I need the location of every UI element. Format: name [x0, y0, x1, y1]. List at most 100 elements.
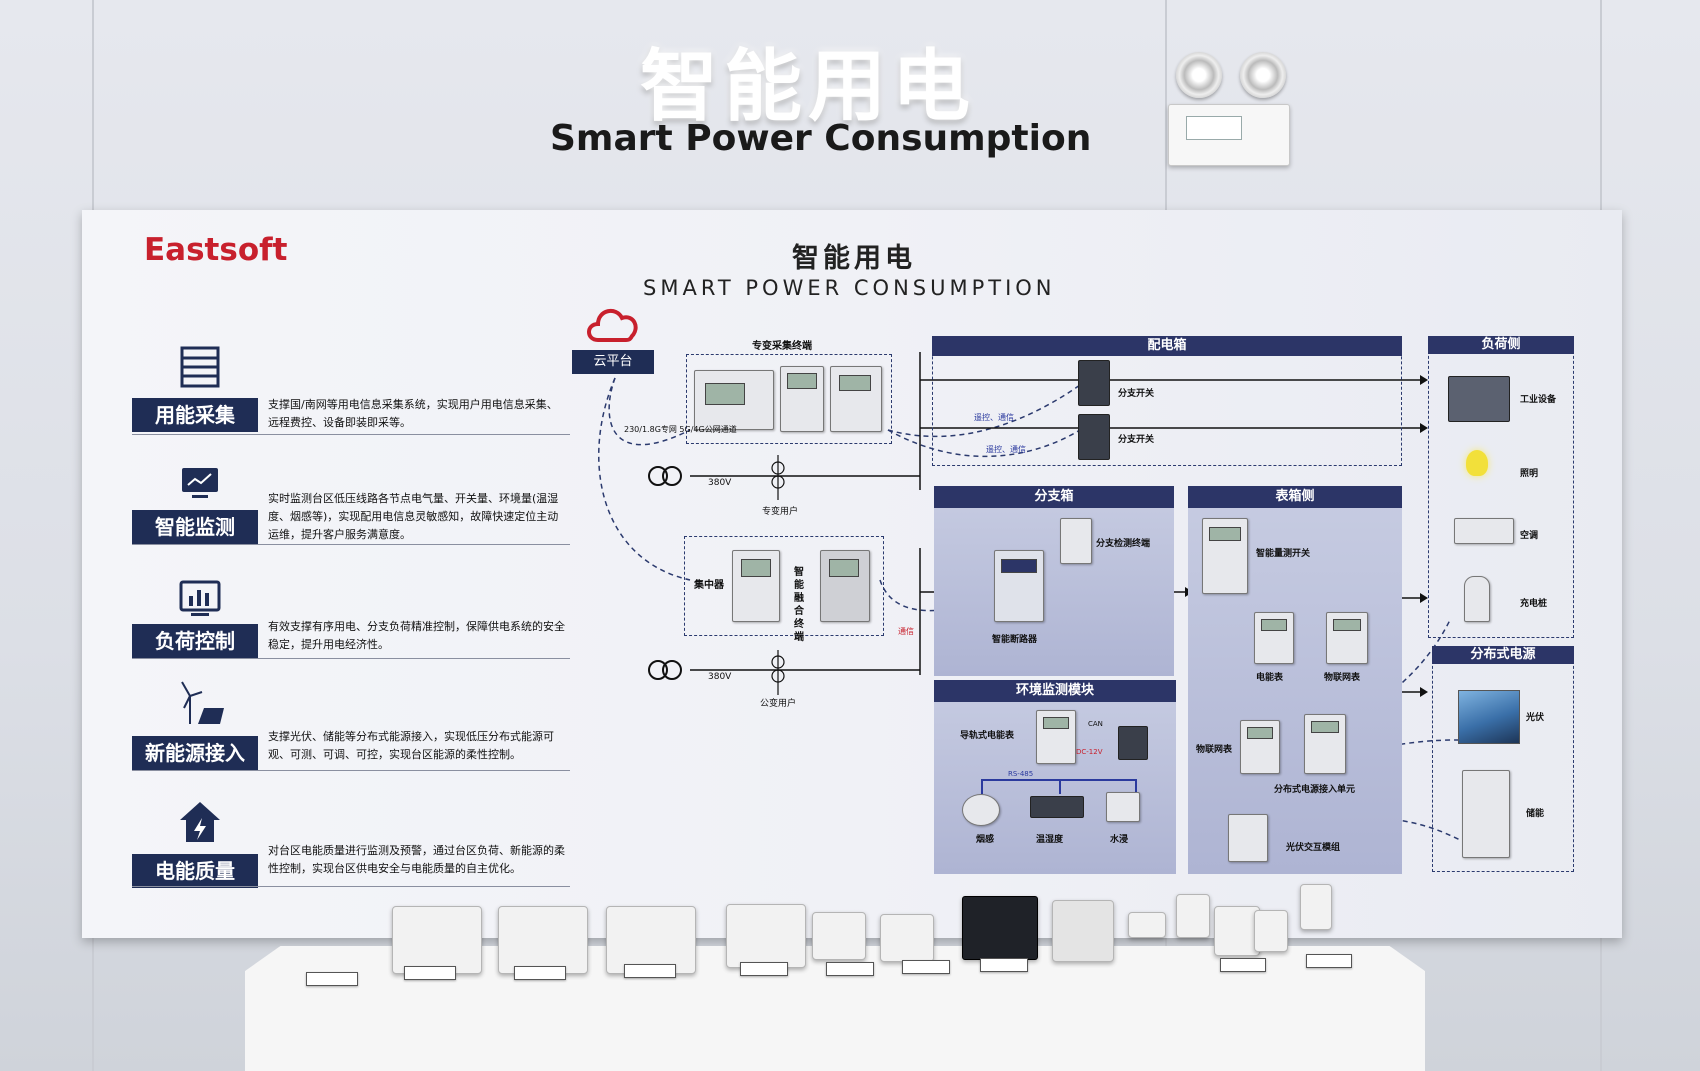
light-bulb-icon — [1466, 450, 1488, 476]
feature-desc: 对台区电能质量进行监测及预警，通过台区负荷、新能源的柔性控制，实现台区供电安全与… — [268, 844, 565, 875]
feature-desc: 实时监测台区低压线路各节点电气量、开关量、环境量(温湿度、烟感等)，实现配用电信… — [268, 492, 559, 541]
distribution-box-header: 配电箱 — [932, 336, 1402, 356]
industrial-label: 工业设备 — [1520, 395, 1557, 405]
fusion-terminal-label: 智能融合终端 — [794, 567, 804, 643]
branch-detect-device — [1060, 518, 1092, 564]
dist-power-header: 分布式电源 — [1432, 646, 1574, 664]
network-note: 230/1.8G专网 5G/4G公网通道 — [624, 425, 737, 434]
board-title-en: SMART POWER CONSUMPTION — [643, 276, 1056, 300]
storage-cabinet-icon — [1462, 770, 1510, 858]
energy-meter-device — [1254, 612, 1294, 664]
product-sensor — [1128, 912, 1166, 938]
industrial-equipment-icon — [1448, 376, 1510, 422]
feature-divider — [132, 886, 570, 887]
feature-label: 新能源接入 — [132, 736, 258, 770]
pv-module-device — [1228, 814, 1268, 862]
load-side-header: 负荷侧 — [1428, 336, 1574, 354]
branch-switch-label: 分支开关 — [1118, 435, 1155, 445]
wall-sign-title-en: Smart Power Consumption — [550, 118, 1092, 159]
product-module — [880, 914, 934, 962]
product-terminal — [726, 904, 806, 968]
branch-box-header: 分支箱 — [934, 486, 1174, 508]
energy-meter-label: 电能表 — [1256, 673, 1284, 683]
product-tag — [1306, 954, 1352, 968]
solar-panel-icon — [1458, 690, 1520, 744]
feature-label: 负荷控制 — [132, 624, 258, 658]
water-label: 水浸 — [1110, 835, 1129, 845]
feature-desc: 支撑光伏、储能等分布式能源接入，实现低压分布式能源可观、可测、可调、可控，实现台… — [268, 730, 554, 761]
smart-breaker-device — [994, 550, 1044, 622]
branch-switch-device — [1078, 414, 1110, 460]
chart-icon — [178, 580, 222, 624]
smoke-sensor-icon — [962, 794, 1000, 826]
product-tag — [404, 966, 456, 980]
wall-sign-title-cn: 智能用电 — [640, 42, 977, 132]
gateway-device — [1118, 726, 1148, 760]
temp-humidity-label: 温湿度 — [1036, 835, 1064, 845]
product-tag — [980, 958, 1028, 972]
remote-comm-label: 遥控、通信 — [974, 413, 1014, 422]
special-user-label: 专变用户 — [762, 507, 799, 517]
brand-logo: Eastsoft — [144, 232, 288, 268]
smart-measure-switch-device — [1202, 518, 1248, 594]
product-switch — [1052, 900, 1114, 962]
charger-label: 充电桩 — [1520, 599, 1548, 609]
iot-meter-label: 物联网表 — [1324, 673, 1361, 683]
product-tag — [826, 962, 874, 976]
feature-power-quality: 电能质量 对台区电能质量进行监测及预警，通过台区负荷、新能源的柔性控制，实现台区… — [130, 800, 570, 890]
comm-label: 通信 — [898, 627, 914, 636]
rail-meter-device — [1036, 710, 1076, 764]
feature-desc: 有效支撑有序用电、分支负荷精准控制，保障供电系统的安全稳定，提升用电经济性。 — [268, 620, 565, 651]
meter-device — [830, 366, 882, 432]
rail-meter-label: 导轨式电能表 — [960, 731, 1015, 741]
can-label: CAN — [1088, 720, 1103, 728]
product-sensor — [1176, 894, 1210, 938]
dc12-label: DC-12V — [1076, 748, 1103, 756]
product-sensor — [1300, 884, 1332, 930]
product-meter — [392, 906, 482, 974]
water-sensor-icon — [1106, 792, 1140, 822]
cloud-icon — [584, 300, 642, 355]
feature-divider — [132, 544, 570, 545]
air-conditioner-icon — [1454, 518, 1514, 544]
product-tag — [740, 962, 788, 976]
server-icon — [178, 346, 222, 390]
emergency-lamp-icon — [1240, 52, 1286, 98]
wind-solar-icon — [178, 680, 224, 724]
product-tag — [514, 966, 566, 980]
concentrator-box — [684, 536, 884, 636]
storage-label: 储能 — [1526, 809, 1545, 819]
concentrator-device — [732, 550, 780, 622]
dist-power-unit-device — [1304, 714, 1346, 774]
rs485-label: RS-485 — [1008, 770, 1034, 778]
remote-comm-label: 遥控、通信 — [986, 445, 1026, 454]
emergency-light-label — [1186, 116, 1242, 140]
product-tag — [624, 964, 676, 978]
feature-new-energy: 新能源接入 支撑光伏、储能等分布式能源接入，实现低压分布式能源可观、可测、可调、… — [130, 680, 570, 771]
feature-load-control: 负荷控制 有效支撑有序用电、分支负荷精准控制，保障供电系统的安全稳定，提升用电经… — [130, 580, 570, 660]
product-breaker — [962, 896, 1038, 960]
emergency-lamp-icon — [1176, 52, 1222, 98]
terminal-device — [694, 370, 774, 430]
smoke-label: 烟感 — [976, 835, 995, 845]
product-sensor — [1254, 910, 1288, 952]
concentrator-label: 集中器 — [694, 580, 724, 591]
rs485-bus — [981, 779, 1137, 794]
meter-side-header: 表箱侧 — [1188, 486, 1402, 508]
smart-breaker-label: 智能断路器 — [992, 635, 1038, 645]
feature-label: 智能监测 — [132, 510, 258, 544]
board-title-cn: 智能用电 — [792, 243, 916, 274]
temp-humidity-sensor-icon — [1030, 796, 1084, 818]
product-tag — [902, 960, 950, 974]
special-terminal-label: 专变采集终端 — [752, 341, 812, 352]
meter-device — [780, 366, 824, 432]
product-tag — [306, 972, 358, 986]
feature-divider — [132, 770, 570, 771]
iot-meter-label: 物联网表 — [1196, 745, 1233, 755]
feature-label: 电能质量 — [132, 854, 258, 888]
special-terminal-box — [686, 354, 892, 444]
feature-energy-collection: 用能采集 支撑国/南网等用电信息采集系统，实现用户用电信息采集、远程费控、设备即… — [130, 346, 570, 436]
lighting-label: 照明 — [1520, 469, 1539, 479]
feature-divider — [132, 658, 570, 659]
ac-label: 空调 — [1520, 531, 1539, 541]
